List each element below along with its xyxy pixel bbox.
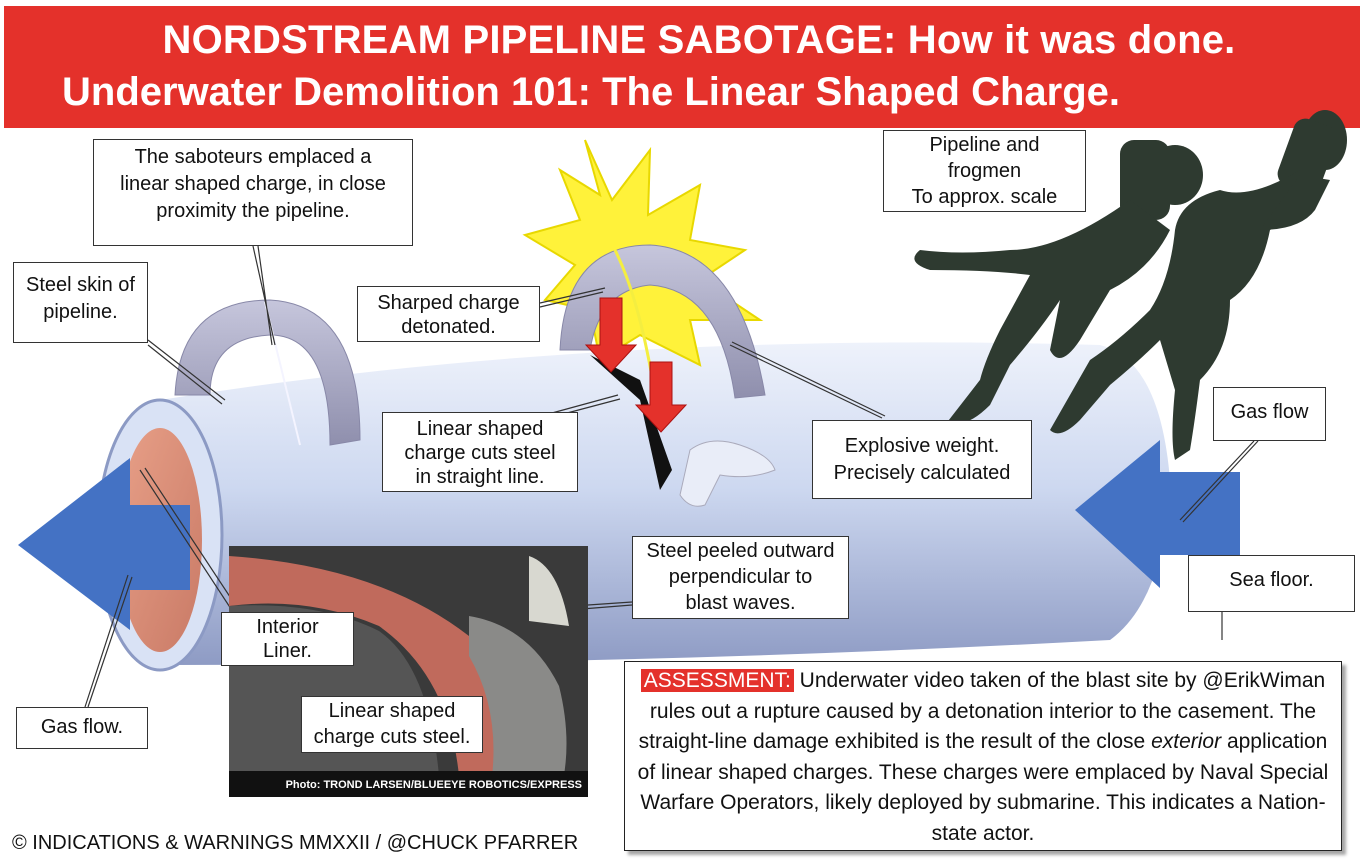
photo-credit: Photo: TROND LARSEN/BLUEEYE ROBOTICS/EXP… (285, 779, 582, 791)
callout-gas-flow-right: Gas flow (1213, 387, 1326, 441)
callout-explosive-weight: Explosive weight. Precisely calculated (812, 420, 1032, 499)
callout-line: Steel peeled outward (646, 540, 835, 562)
red-arrow-icon (584, 297, 688, 433)
callout-line: in straight line. (415, 466, 545, 488)
callout-line: Interior (256, 616, 319, 638)
assessment-box: ASSESSMENT: Underwater video taken of th… (624, 661, 1342, 851)
callout-line: Linear shaped (328, 700, 456, 722)
title-banner: NORDSTREAM PIPELINE SABOTAGE: How it was… (4, 6, 1360, 128)
callout-line: charge cuts steel (404, 442, 556, 464)
callout-steel-skin: Steel skin of pipeline. (13, 262, 148, 343)
callout-line: Sea floor. (1229, 569, 1314, 591)
callout-line: charge cuts steel. (313, 726, 471, 748)
callout-sharped-charge: Sharped charge detonated. (357, 286, 540, 342)
callout-saboteurs: The saboteurs emplaced a linear shaped c… (93, 139, 413, 246)
gas-flow-arrow-right-icon (1075, 440, 1240, 588)
callout-line: detonated. (401, 316, 496, 338)
pipe-cut (590, 355, 776, 507)
assessment-text-2: application of linear shaped charges. Th… (637, 730, 1329, 845)
callout-line: Liner. (263, 640, 312, 662)
frogmen-silhouette-icon (914, 110, 1347, 460)
callout-linear-cuts-straight-line: Linear shaped charge cuts steel in strai… (382, 412, 578, 492)
callout-steel-peeled: Steel peeled outward perpendicular to bl… (632, 536, 849, 619)
callout-gas-flow-left: Gas flow. (16, 707, 148, 749)
callout-line: To approx. scale (911, 186, 1058, 208)
callout-sea-floor: Sea floor. (1188, 555, 1355, 612)
callout-line: Sharped charge (377, 292, 520, 314)
callout-line: linear shaped charge, in close (120, 173, 386, 195)
callout-line: blast waves. (685, 592, 796, 614)
assessment-label: ASSESSMENT: (640, 669, 794, 692)
gas-flow-arrow-left-icon (18, 458, 190, 630)
assessment-emphasis: exterior (1151, 730, 1222, 753)
callout-line: Steel skin of (26, 274, 135, 296)
assessment-text-1: Underwater video taken of the blast site… (638, 669, 1326, 753)
copyright-footer: © INDICATIONS & WARNINGS MMXXII / @CHUCK… (12, 832, 579, 854)
title-line-1: NORDSTREAM PIPELINE SABOTAGE: How it was… (162, 18, 1236, 62)
callout-line: frogmen (947, 160, 1022, 182)
callout-line: Precisely calculated (833, 462, 1011, 484)
callout-line: Pipeline and (929, 134, 1040, 156)
callout-pipeline-frogmen: Pipeline and frogmen To approx. scale (883, 130, 1086, 212)
callout-line: Gas flow (1230, 401, 1309, 423)
callout-line: Linear shaped (416, 418, 544, 440)
callout-line: Gas flow. (40, 716, 124, 738)
callout-line: The saboteurs emplaced a (134, 146, 372, 168)
callout-line: pipeline. (43, 301, 118, 323)
seabed-photo-image (229, 546, 588, 797)
callout-line: perpendicular to (668, 566, 813, 588)
blast-site-photo: Photo: TROND LARSEN/BLUEEYE ROBOTICS/EXP… (229, 546, 588, 797)
callout-line: Explosive weight. (844, 435, 1000, 457)
callout-line: proximity the pipeline. (156, 200, 350, 222)
callout-interior-liner: Interior Liner. (221, 612, 354, 666)
title-line-2: Underwater Demolition 101: The Linear Sh… (62, 70, 1121, 114)
callout-linear-cuts-steel: Linear shaped charge cuts steel. (301, 696, 483, 753)
